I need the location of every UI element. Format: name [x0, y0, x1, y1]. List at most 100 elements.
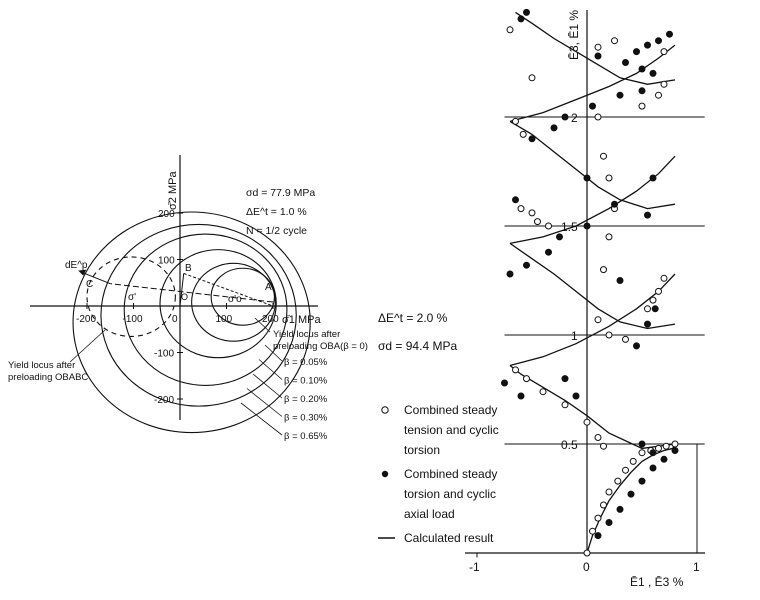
open-point [611, 37, 618, 45]
open-point [655, 287, 662, 295]
open-point [594, 514, 602, 522]
filled-point [666, 30, 673, 38]
plastic-strain-increment-label: dE^p [65, 260, 88, 271]
y-axis-label: σ̄2 MPa [167, 171, 179, 210]
calculated-curve-4 [509, 242, 676, 330]
filled-point [649, 449, 657, 457]
open-point [561, 401, 569, 409]
open-point [655, 91, 662, 99]
y-tick-label: 2 [571, 111, 578, 125]
calculated-curve-7 [509, 44, 676, 123]
open-point [528, 74, 536, 82]
open-point [600, 266, 607, 274]
open-point [523, 375, 530, 383]
open-point [512, 366, 519, 374]
yield-locus-labels: σ̄1 MPa σ̄2 MPa σd = 77.9 MPa ΔE^t = 1.0… [8, 171, 368, 383]
path-ba [183, 272, 274, 307]
point-label-a: A [265, 282, 272, 293]
open-point [622, 466, 629, 474]
condition-sigma-d: σd = 94.4 MPa [378, 339, 457, 353]
filled-point [611, 200, 618, 208]
open-point [534, 218, 541, 226]
point-label-b: B [185, 263, 192, 274]
legend-open-line2: tension and cyclic [404, 423, 499, 437]
x-tick-label: 200 [262, 314, 279, 325]
open-point [594, 434, 602, 441]
filled-point [528, 135, 536, 143]
calculated-curve-3 [509, 273, 676, 367]
locus-oba-note-line2: preloading OBA(β = 0) [273, 341, 368, 352]
locus-obabc-note-line2: preloading OBABC [8, 372, 88, 383]
path-ac [110, 283, 274, 303]
filled-point [655, 37, 662, 45]
beta-label-3: β = 0.20% [284, 394, 328, 405]
condition-cycles: N = 1/2 cycle [246, 225, 307, 237]
calculated-curve-5 [509, 155, 676, 245]
condition-delta-e: ΔE^t = 2.0 % [378, 311, 448, 325]
filled-point [550, 124, 558, 132]
locus-obabc-note-line1: Yield locus after [8, 360, 75, 371]
open-point [600, 152, 607, 160]
x-axis-label: σ̄1 MPa [282, 314, 321, 326]
open-point [622, 335, 629, 343]
filled-point [649, 69, 657, 77]
strain-path-gridlines [476, 116, 705, 558]
filled-point [517, 15, 525, 23]
legend-filled-marker [381, 470, 389, 478]
filled-point [561, 375, 569, 383]
path-ob [179, 273, 185, 307]
condition-delta-e: ΔE^t = 1.0 % [246, 206, 307, 218]
open-point [506, 26, 514, 34]
strain-path-labels: Ē1 , Ē3 % Ē3, Ē1 % ΔE^t = 2.0 % σd = 94.… [378, 10, 684, 589]
legend: Combined steady tension and cyclic torsi… [378, 403, 499, 545]
filled-point [561, 113, 569, 121]
open-point [662, 442, 670, 450]
loading-paths [69, 269, 274, 363]
point-label-c: C [86, 279, 93, 290]
y-tick-label: -200 [154, 395, 174, 406]
filled-point [605, 519, 613, 526]
filled-point [644, 320, 651, 328]
annotation-leader-oba [254, 317, 271, 333]
filled-point [545, 248, 552, 256]
legend-filled-line1: Combined steady [404, 467, 497, 481]
beta-label-2: β = 0.10% [284, 376, 328, 387]
open-point [528, 209, 536, 217]
yield-locus-beta-1 [191, 262, 276, 342]
yield-locus-beta-5 [72, 211, 311, 434]
open-point [600, 501, 607, 509]
open-point [605, 331, 613, 339]
open-point [614, 477, 622, 485]
filled-point [638, 65, 646, 73]
filled-point [638, 440, 646, 448]
beta-leader-1 [264, 344, 283, 362]
yield-locus-beta-2 [159, 249, 277, 359]
beta-label-5: β = 0.65% [284, 431, 328, 442]
calculated-curve-6 [509, 120, 676, 210]
open-point [545, 222, 552, 230]
filled-point [633, 48, 640, 56]
annotation-leader-obabc [69, 329, 106, 363]
filled-point [627, 490, 635, 498]
open-point [605, 233, 613, 241]
x-tick-label: 100 [216, 314, 233, 325]
filled-point [583, 174, 591, 182]
yield-locus-curves [72, 211, 311, 434]
filled-point [501, 379, 508, 387]
filled-point [638, 477, 646, 485]
yield-locus-obabc [86, 256, 176, 338]
open-point [594, 113, 602, 121]
open-point [594, 316, 602, 324]
open-point [583, 418, 591, 426]
open-point [660, 48, 668, 56]
legend-calculated: Calculated result [404, 531, 494, 545]
filled-point [638, 87, 646, 95]
filled-point [556, 233, 563, 241]
filled-point [594, 532, 602, 540]
open-point [638, 102, 646, 110]
filled-point [517, 392, 525, 400]
open-point [589, 527, 596, 535]
